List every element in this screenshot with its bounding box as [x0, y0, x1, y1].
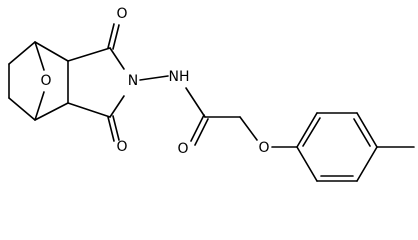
- bond-imide-n-to-amide-nh: [139, 75, 169, 81]
- bond-carbonyl-bottom-to-imide-n: [109, 95, 125, 118]
- atom-labels: O O O N NH O O: [40, 6, 269, 157]
- atom-label-bridge-oxygen: O: [40, 73, 51, 89]
- bond-fusion-bottom-to-carbonyl-bottom: [67, 102, 111, 118]
- atom-label-amide-nh: NH: [169, 69, 190, 85]
- bond-amide-carbonyl-double-b: [194, 118, 209, 146]
- bond-aryl-c6-c1: [296, 146, 318, 182]
- bond-aryl-inner-double-2: [353, 118, 371, 147]
- bond-carbonyl-bottom-double-b: [112, 115, 120, 141]
- bond-aryl-c1-c2: [296, 112, 318, 148]
- bond-carbonyl-top-double-a: [107, 23, 115, 49]
- bond-carbonyl-top-double-b: [112, 24, 120, 50]
- bond-bridgehead-bottom-to-fusion-bottom: [34, 102, 69, 121]
- atom-label-imide-carbonyl-oxygen-top: O: [116, 6, 127, 22]
- bond-fusion-top-to-carbonyl-top: [67, 47, 111, 62]
- bond-bridgehead-top-to-ring-ch2-top: [8, 41, 36, 65]
- bond-aryl-c3-c4: [356, 112, 378, 148]
- bond-bridgehead-top-to-bridge-oxygen: [34, 41, 45, 71]
- bond-carbonyl-bottom-double-a: [107, 116, 115, 142]
- bond-lines: [8, 23, 415, 182]
- bond-aryl-c4-c5: [356, 146, 378, 182]
- bond-ring-ch2-bottom-to-bridgehead-bottom: [8, 97, 36, 121]
- bond-amide-carbonyl-double-a: [190, 114, 205, 142]
- bond-amide-nh-to-amide-carbonyl: [185, 87, 206, 118]
- bond-bridge-oxygen-to-bridgehead-bottom: [34, 91, 45, 121]
- bond-ch2-to-ether-oxygen: [239, 116, 258, 141]
- atom-label-ether-oxygen: O: [258, 140, 269, 156]
- bond-bridgehead-top-to-fusion-top: [34, 41, 69, 62]
- bond-carbonyl-top-to-imide-n: [109, 47, 125, 70]
- molecule-structure-diagram: O O O N NH O O: [8, 6, 415, 182]
- atom-label-amide-carbonyl-oxygen: O: [177, 141, 188, 157]
- bond-aryl-inner-double-1: [302, 117, 321, 147]
- atom-label-imide-carbonyl-oxygen-bottom: O: [116, 139, 127, 155]
- atom-label-imide-nitrogen: N: [128, 73, 138, 89]
